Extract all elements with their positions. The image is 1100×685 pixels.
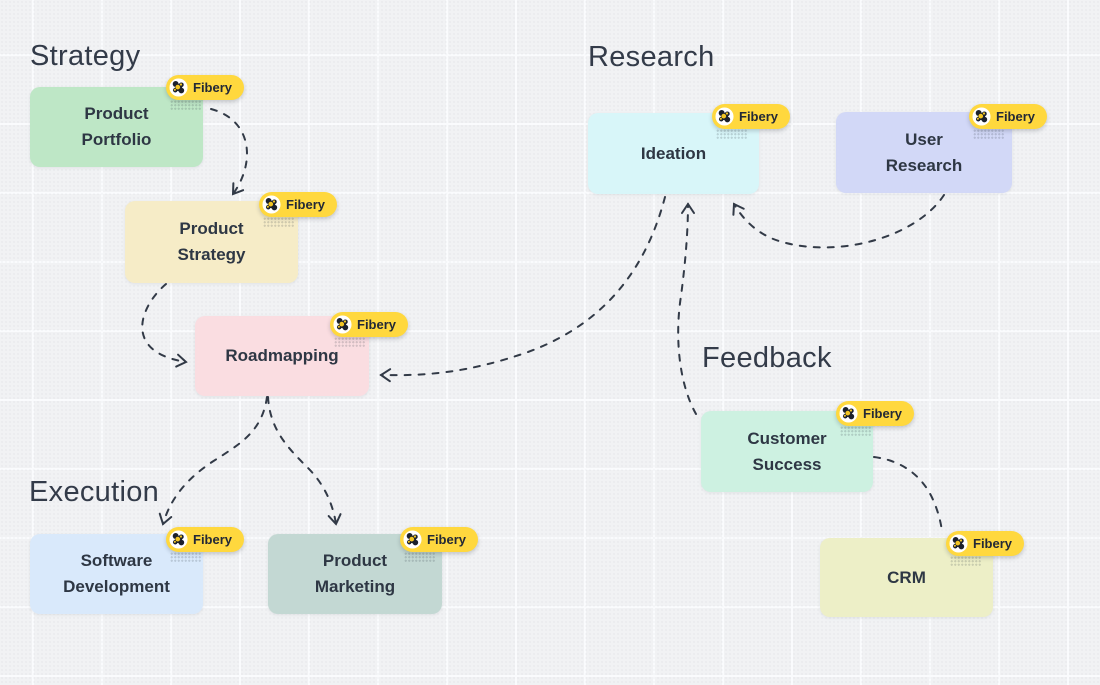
fibery-badge-user-research[interactable]: Fibery (969, 104, 1048, 140)
fibery-badge-label: Fibery (193, 80, 233, 95)
node-product-strategy[interactable]: Product Strategy (125, 192, 338, 283)
fibery-badge-software-development[interactable]: Fibery (166, 527, 245, 563)
node-ideation[interactable]: Ideation (588, 104, 791, 194)
connection-roadmapping-to-marketing (267, 396, 342, 526)
node-product-marketing[interactable]: Product Marketing (268, 527, 479, 614)
fibery-badge-label: Fibery (996, 109, 1036, 124)
fibery-badge-customer-success[interactable]: Fibery (836, 401, 915, 437)
node-label-product-portfolio: Product Portfolio (81, 104, 152, 149)
section-title-strategy: Strategy (30, 40, 141, 72)
connection-research-to-ideation (732, 194, 945, 249)
node-crm[interactable]: CRM (820, 531, 1025, 617)
node-label-product-marketing: Product Marketing (314, 551, 396, 596)
fibery-badge-label: Fibery (863, 406, 903, 421)
node-label-user-research: User Research (885, 129, 963, 175)
node-label-customer-success: Customer Success (747, 428, 827, 474)
node-label-crm: CRM (887, 567, 926, 587)
fibery-logo-icon (839, 404, 858, 423)
fibery-logo-icon (972, 107, 991, 126)
section-title-execution: Execution (29, 476, 160, 508)
fibery-badge-label: Fibery (973, 536, 1013, 551)
section-title-research: Research (588, 41, 715, 73)
fibery-badge-product-strategy[interactable]: Fibery (259, 192, 338, 228)
node-product-portfolio[interactable]: Product Portfolio (30, 75, 245, 167)
connection-ideation-to-roadmapping (379, 196, 666, 383)
fibery-badge-crm[interactable]: Fibery (946, 531, 1025, 567)
connection-strategy-to-roadmapping (141, 283, 188, 368)
node-customer-success[interactable]: Customer Success (701, 401, 915, 492)
fibery-logo-icon (949, 534, 968, 553)
fibery-logo-icon (262, 195, 281, 214)
connection-success-to-ideation (677, 202, 697, 415)
connection-portfolio-to-strategy (210, 108, 248, 196)
fibery-badge-label: Fibery (739, 109, 779, 124)
section-title-feedback: Feedback (702, 342, 832, 374)
fibery-logo-icon (333, 315, 352, 334)
node-label-product-strategy: Product Strategy (177, 219, 246, 264)
fibery-badge-label: Fibery (286, 197, 326, 212)
node-software-development[interactable]: Software Development (30, 527, 245, 614)
fibery-badge-roadmapping[interactable]: Fibery (330, 312, 409, 348)
node-user-research[interactable]: User Research (836, 104, 1048, 193)
fibery-badge-label: Fibery (357, 317, 397, 332)
node-roadmapping[interactable]: Roadmapping (195, 312, 409, 396)
fibery-badge-ideation[interactable]: Fibery (712, 104, 791, 140)
fibery-logo-icon (403, 530, 422, 549)
connection-success-to-crm (873, 456, 943, 532)
connection-roadmapping-to-software (158, 396, 268, 526)
fibery-badge-product-marketing[interactable]: Fibery (400, 527, 479, 563)
fibery-logo-icon (715, 107, 734, 126)
node-label-roadmapping: Roadmapping (225, 346, 339, 365)
node-label-ideation: Ideation (640, 143, 707, 163)
node-label-software-development: Software Development (63, 551, 170, 596)
fibery-logo-icon (169, 530, 188, 549)
fibery-badge-product-portfolio[interactable]: Fibery (166, 75, 245, 111)
fibery-badge-label: Fibery (193, 532, 233, 547)
fibery-badge-label: Fibery (427, 532, 467, 547)
fibery-logo-icon (169, 78, 188, 97)
